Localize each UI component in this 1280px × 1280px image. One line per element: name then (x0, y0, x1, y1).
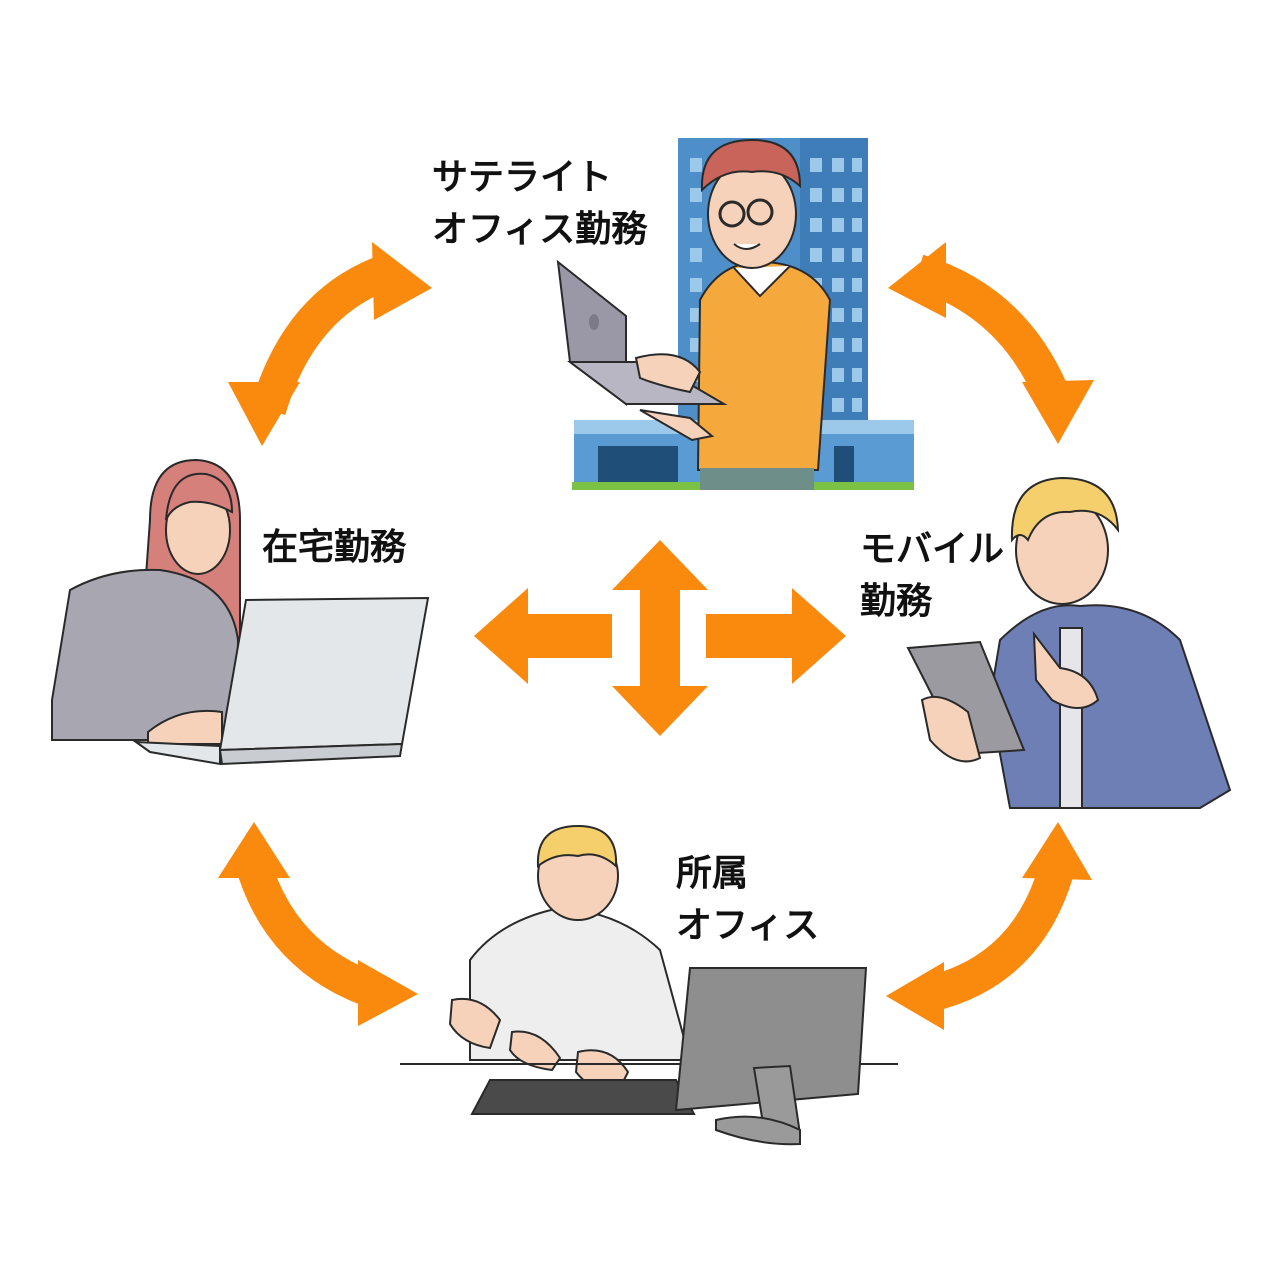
satellite-worker-illustration (556, 138, 914, 490)
arrow-home-satellite (228, 242, 432, 446)
label-mobile-work: モバイル 勤務 (860, 524, 1004, 628)
center-four-way-arrow (474, 540, 846, 736)
arrow-office-mobile (886, 822, 1092, 1030)
center-arrow-vertical (612, 540, 708, 736)
label-mobile-line2: 勤務 (860, 581, 933, 622)
mobile-worker-illustration (906, 476, 1232, 809)
label-home-line1: 在宅勤務 (262, 527, 407, 568)
arrow-satellite-mobile (888, 242, 1094, 444)
center-arrow-right (706, 588, 846, 684)
label-satellite-office-work: サテライト オフィス勤務 (432, 152, 647, 256)
label-office-line1: 所属 (676, 853, 749, 894)
label-home-work: 在宅勤務 (262, 522, 406, 574)
office-worker-illustration (400, 824, 898, 1146)
label-office-line2: オフィス (676, 905, 820, 946)
label-mobile-line1: モバイル (860, 529, 1005, 570)
label-satellite-line2: オフィス勤務 (432, 209, 648, 250)
home-worker-illustration (51, 458, 430, 766)
arrow-home-office (218, 822, 418, 1026)
label-satellite-line1: サテライト (432, 157, 613, 198)
label-home-office: 所属 オフィス (676, 848, 819, 952)
center-arrow-left (474, 588, 612, 684)
